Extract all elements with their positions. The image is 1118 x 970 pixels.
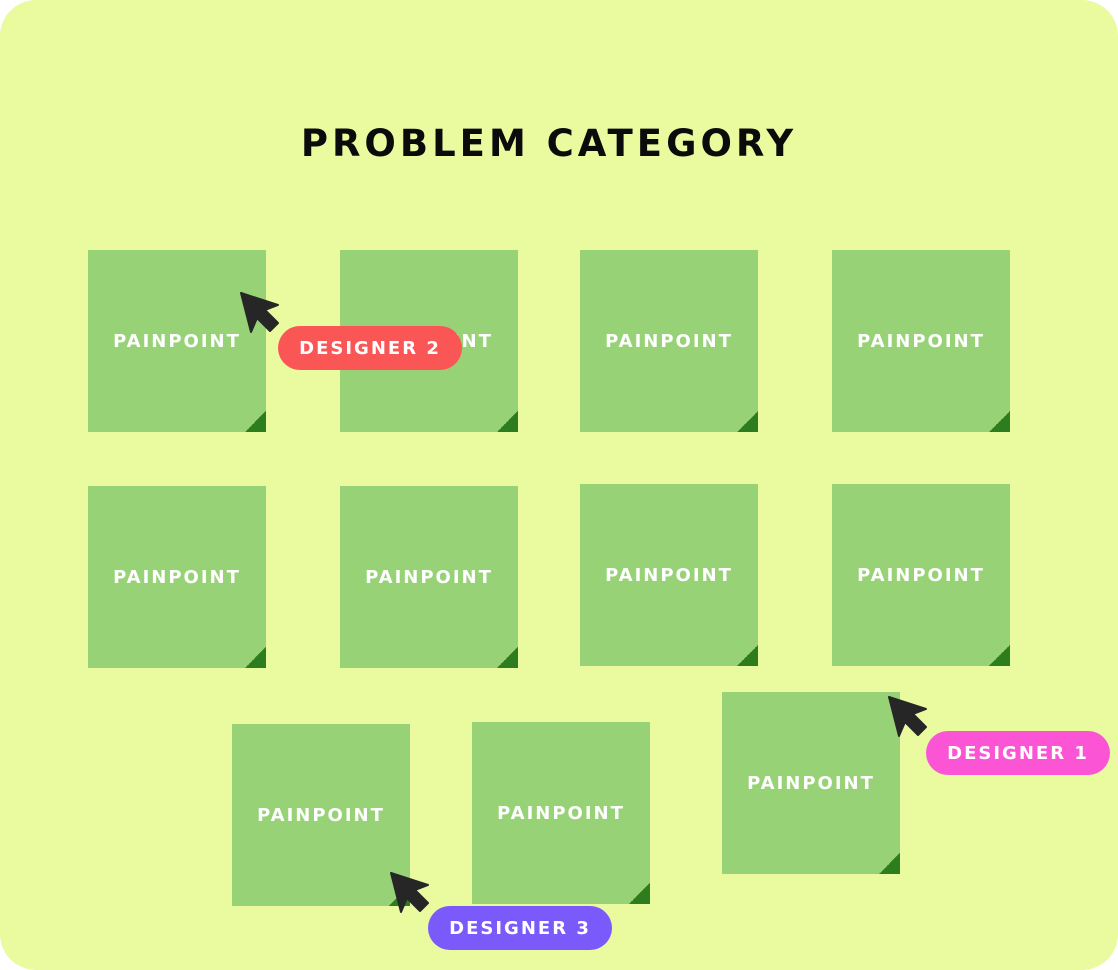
- page-curl-icon: [737, 411, 758, 432]
- page-curl-icon: [737, 645, 758, 666]
- collaborator-badge-designer-1: DESIGNER 1: [926, 731, 1110, 775]
- sticky-note-label: PAINPOINT: [365, 566, 493, 588]
- sticky-note[interactable]: PAINPOINT: [722, 692, 900, 874]
- sticky-note[interactable]: PAINPOINT: [88, 250, 266, 432]
- page-curl-icon: [497, 411, 518, 432]
- collaborator-badge-designer-3: DESIGNER 3: [428, 906, 612, 950]
- page-curl-icon: [245, 647, 266, 668]
- mouse-pointer-icon: [390, 872, 429, 913]
- mouse-pointer-icon: [888, 696, 927, 737]
- sticky-note-label: PAINPOINT: [857, 564, 985, 586]
- page-curl-icon: [989, 645, 1010, 666]
- page-curl-icon: [629, 883, 650, 904]
- sticky-note[interactable]: PAINPOINT: [232, 724, 410, 906]
- page-curl-icon: [245, 411, 266, 432]
- page-curl-icon: [989, 411, 1010, 432]
- sticky-note[interactable]: PAINPOINT: [580, 250, 758, 432]
- sticky-note-label: PAINPOINT: [497, 802, 625, 824]
- collaborator-badge-designer-2: DESIGNER 2: [278, 326, 462, 370]
- sticky-note[interactable]: PAINPOINT: [88, 486, 266, 668]
- sticky-note-label: PAINPOINT: [605, 564, 733, 586]
- sticky-note[interactable]: PAINPOINT: [832, 484, 1010, 666]
- sticky-note-label: PAINPOINT: [857, 330, 985, 352]
- page-curl-icon: [879, 853, 900, 874]
- sticky-note-label: PAINPOINT: [257, 804, 385, 826]
- collaborator-name: DESIGNER 1: [947, 742, 1089, 764]
- sticky-note-label: PAINPOINT: [113, 330, 241, 352]
- sticky-note[interactable]: PAINPOINT: [340, 486, 518, 668]
- sticky-note[interactable]: PAINPOINT: [580, 484, 758, 666]
- mouse-pointer-icon: [240, 292, 279, 333]
- board-title: PROBLEM CATEGORY: [300, 122, 798, 165]
- sticky-note[interactable]: PAINPOINT: [472, 722, 650, 904]
- sticky-note-label: PAINPOINT: [605, 330, 733, 352]
- sticky-note-label: PAINPOINT: [113, 566, 241, 588]
- sticky-note-label: PAINPOINT: [747, 772, 875, 794]
- collaborator-name: DESIGNER 3: [449, 917, 591, 939]
- page-curl-icon: [497, 647, 518, 668]
- sticky-note[interactable]: PAINPOINT: [832, 250, 1010, 432]
- collaborator-name: DESIGNER 2: [299, 337, 441, 359]
